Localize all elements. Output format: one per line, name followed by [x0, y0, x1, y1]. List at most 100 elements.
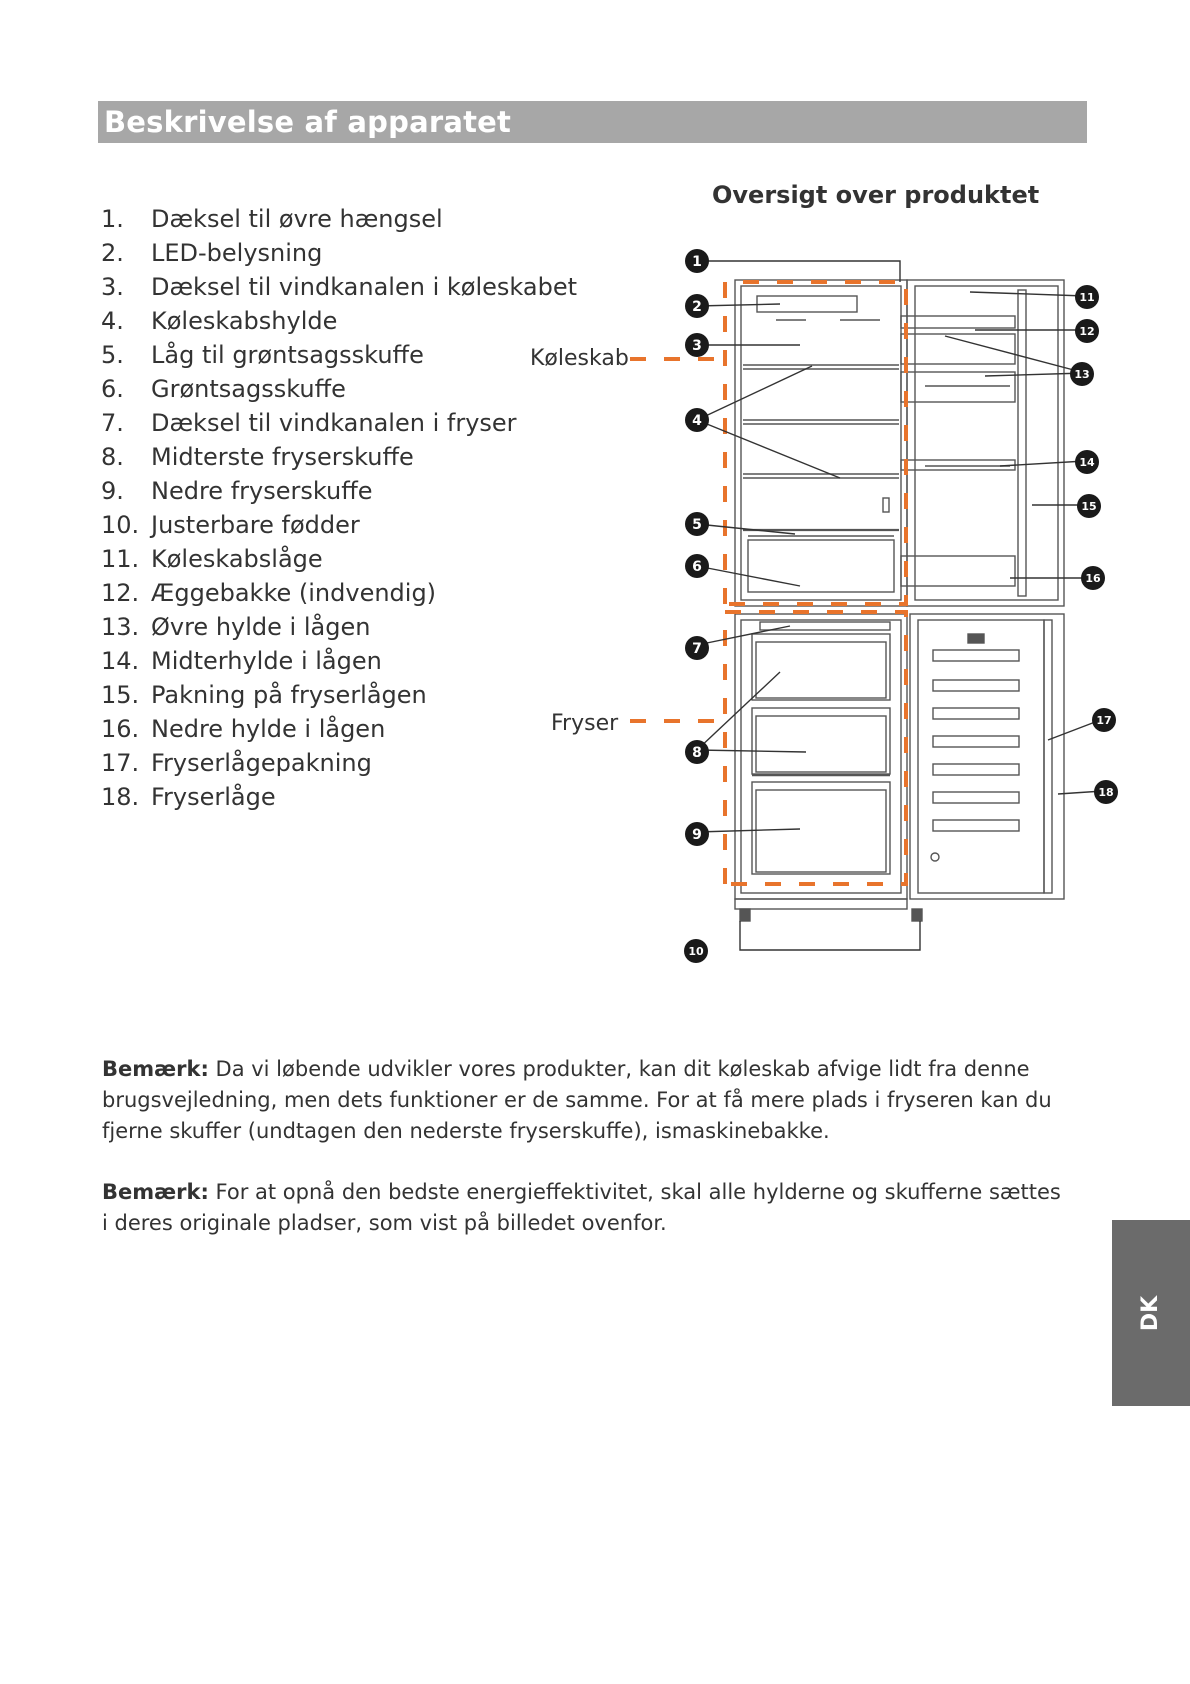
language-code: DK [1138, 1295, 1164, 1331]
callout-18: 18 [1094, 780, 1118, 804]
item-number: 8. [101, 443, 124, 471]
item-number: 5. [101, 341, 124, 369]
svg-text:7: 7 [692, 641, 702, 657]
item-label: Køleskabslåge [151, 545, 323, 573]
svg-text:8: 8 [692, 745, 702, 761]
svg-text:17: 17 [1096, 714, 1111, 727]
list-item: 13. Øvre hylde i lågen [101, 610, 577, 644]
svg-text:2: 2 [692, 299, 702, 315]
item-label: Nedre fryserskuffe [151, 477, 373, 505]
item-label: Pakning på fryserlågen [151, 681, 427, 709]
item-number: 14. [101, 647, 140, 675]
item-number: 9. [101, 477, 124, 505]
zone-outlines [630, 280, 908, 886]
section-header: Beskrivelse af apparatet [98, 101, 1087, 143]
svg-text:6: 6 [692, 559, 702, 575]
list-item: 6.Grøntsagsskuffe [101, 372, 577, 406]
diagram-title: Oversigt over produktet [712, 181, 1040, 209]
item-number: 15. [101, 681, 140, 709]
item-label: Køleskabshylde [151, 307, 338, 335]
list-item: 17.Fryserlågepakning [101, 746, 577, 780]
fridge-cabinet [734, 279, 908, 607]
callout-1: 1 [685, 249, 709, 273]
list-item: 4. Køleskabshylde [101, 304, 577, 338]
item-label: Låg til grøntsagsskuffe [151, 341, 424, 369]
list-item: 10. Justerbare fødder [101, 508, 577, 542]
item-label: Midterste fryserskuffe [151, 443, 414, 471]
callout-8: 8 [685, 740, 709, 764]
item-label: Fryserlågepakning [151, 749, 372, 777]
callout-4: 4 [685, 408, 709, 432]
fridge-zone-label: Køleskab [530, 346, 629, 371]
callout-13: 13 [1070, 362, 1094, 386]
callout-10: 10 [684, 939, 708, 963]
language-tab: DK [1112, 1220, 1190, 1406]
note-paragraph: Bemærk: For at opnå den bedste energieff… [102, 1177, 1062, 1239]
note-label: Bemærk: [102, 1180, 209, 1204]
item-number: 2. [101, 239, 124, 267]
leader-lines [696, 260, 1104, 951]
callout-17: 17 [1092, 708, 1116, 732]
callouts: 1 2 3 4 5 6 7 8 9 10 11 12 13 14 15 16 1… [684, 249, 1118, 963]
list-item: 11. Køleskabslåge [101, 542, 577, 576]
list-item: 18. Fryserlåge [101, 780, 577, 814]
list-item: 7. Dæksel til vindkanalen i fryser [101, 406, 577, 440]
item-label: Dæksel til vindkanalen i køleskabet [151, 273, 577, 301]
note-paragraph: Bemærk: Da vi løbende udvikler vores pro… [102, 1054, 1062, 1147]
list-item: 2. LED-belysning [101, 236, 577, 270]
list-item: 12.Æggebakke (indvendig) [101, 576, 577, 610]
list-item: 16. Nedre hylde i lågen [101, 712, 577, 746]
item-number: 10. [101, 511, 140, 539]
callout-12: 12 [1075, 319, 1099, 343]
svg-text:13: 13 [1074, 368, 1089, 381]
item-number: 1. [101, 205, 124, 233]
item-label: Justerbare fødder [151, 511, 360, 539]
item-number: 18. [101, 783, 140, 811]
svg-text:12: 12 [1079, 325, 1094, 338]
item-label: LED-belysning [151, 239, 323, 267]
callout-11: 11 [1075, 285, 1099, 309]
svg-text:4: 4 [692, 413, 702, 429]
freezer-door [909, 613, 1065, 900]
item-number: 11. [101, 545, 140, 573]
parts-list: 1.Dæksel til øvre hængsel 2. LED-belysnin… [101, 202, 577, 814]
item-label: Nedre hylde i lågen [151, 715, 386, 743]
note-text: Da vi løbende udvikler vores produkter, … [102, 1057, 1052, 1143]
callout-9: 9 [685, 822, 709, 846]
list-item: 14.Midterhylde i lågen [101, 644, 577, 678]
callout-6: 6 [685, 554, 709, 578]
callout-5: 5 [685, 512, 709, 536]
svg-text:15: 15 [1081, 500, 1096, 513]
svg-text:11: 11 [1079, 291, 1094, 304]
callout-7: 7 [685, 636, 709, 660]
svg-text:10: 10 [688, 945, 704, 958]
svg-text:5: 5 [692, 517, 702, 533]
item-label: Grøntsagsskuffe [151, 375, 346, 403]
list-item: 3.Dæksel til vindkanalen i køleskabet [101, 270, 577, 304]
list-item: 8. Midterste fryserskuffe [101, 440, 577, 474]
item-label: Øvre hylde i lågen [151, 613, 371, 641]
item-label: Fryserlåge [151, 783, 276, 811]
callout-14: 14 [1075, 450, 1099, 474]
fridge-diagram: 1 2 3 4 5 6 7 8 9 10 11 12 13 14 15 16 1… [630, 249, 1118, 963]
freezer-zone-label: Fryser [551, 711, 619, 736]
svg-text:18: 18 [1098, 786, 1113, 799]
section-title: Beskrivelse af apparatet [104, 105, 512, 139]
callout-3: 3 [685, 333, 709, 357]
svg-text:1: 1 [692, 254, 702, 270]
list-item: 5. Låg til grøntsagsskuffe [101, 338, 577, 372]
item-number: 4. [101, 307, 124, 335]
svg-text:14: 14 [1079, 456, 1095, 469]
list-item: 9. Nedre fryserskuffe [101, 474, 577, 508]
item-number: 13. [101, 613, 140, 641]
list-item: 15. Pakning på fryserlågen [101, 678, 577, 712]
fridge-door [900, 279, 1065, 607]
item-label: Dæksel til vindkanalen i fryser [151, 409, 517, 437]
callout-16: 16 [1081, 566, 1105, 590]
item-label: Æggebakke (indvendig) [151, 579, 437, 607]
item-number: 16. [101, 715, 140, 743]
note-text: For at opnå den bedste energieffektivite… [102, 1180, 1061, 1235]
item-number: 7. [101, 409, 124, 437]
list-item: 1.Dæksel til øvre hængsel [101, 202, 577, 236]
svg-text:16: 16 [1085, 572, 1101, 585]
